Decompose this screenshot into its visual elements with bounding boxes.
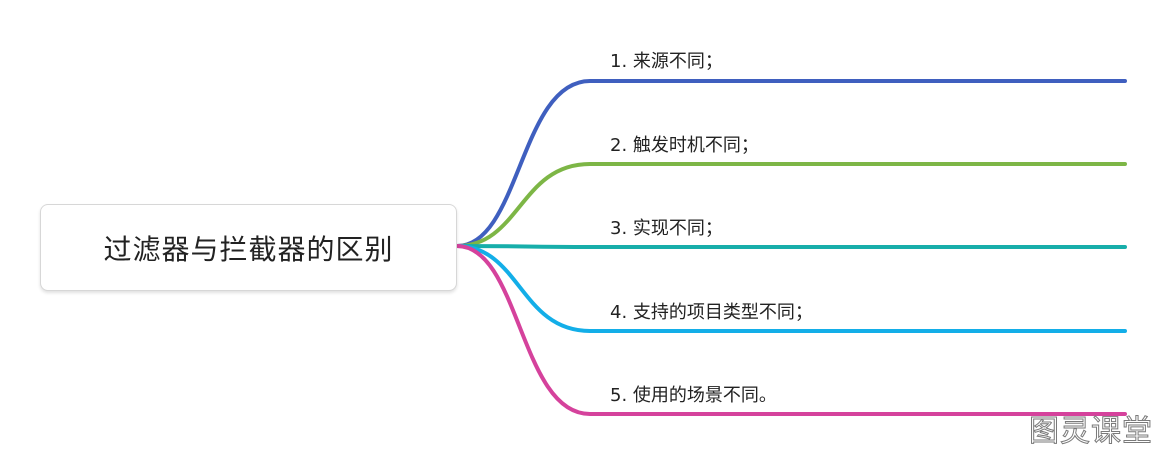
branch-line-3 bbox=[455, 244, 1127, 249]
root-label: 过滤器与拦截器的区别 bbox=[103, 232, 394, 266]
branch-label-2[interactable]: 2. 触发时机不同； bbox=[610, 135, 759, 156]
branch-label-3[interactable]: 3. 实现不同； bbox=[610, 218, 723, 239]
branch-line-2 bbox=[455, 162, 1127, 248]
watermark-text: 图灵课堂 bbox=[1029, 414, 1153, 450]
branch-line-5 bbox=[455, 244, 1127, 416]
branch-label-1[interactable]: 1. 来源不同； bbox=[610, 51, 723, 72]
root-node[interactable]: 过滤器与拦截器的区别 bbox=[40, 204, 457, 291]
branch-label-5[interactable]: 5. 使用的场景不同。 bbox=[610, 385, 777, 406]
branch-label-4[interactable]: 4. 支持的项目类型不同； bbox=[610, 302, 813, 323]
branch-line-4 bbox=[455, 244, 1127, 333]
branch-line-1 bbox=[455, 79, 1127, 248]
